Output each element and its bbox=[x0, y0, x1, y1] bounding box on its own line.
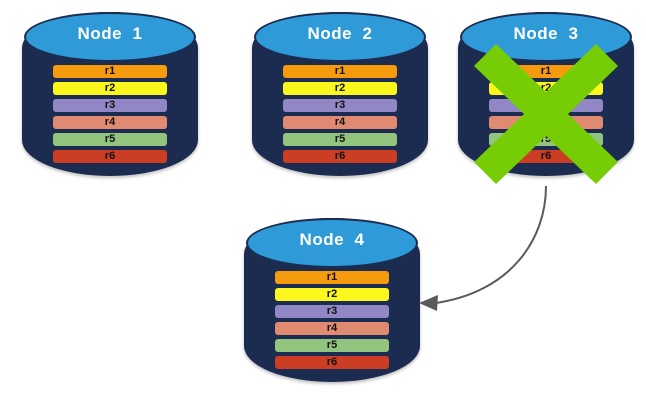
record-r2[interactable]: r2 bbox=[489, 82, 603, 95]
record-r3[interactable]: r3 bbox=[275, 305, 389, 318]
record-r6[interactable]: r6 bbox=[283, 150, 397, 163]
node-title: Node 1 bbox=[77, 24, 143, 43]
record-list: r1 r2 r3 r4 r5 r6 bbox=[489, 65, 603, 163]
record-r1[interactable]: r1 bbox=[489, 65, 603, 78]
record-r5[interactable]: r5 bbox=[275, 339, 389, 352]
cylinder-top bbox=[246, 218, 418, 268]
record-r5[interactable]: r5 bbox=[53, 133, 167, 146]
record-list: r1 r2 r3 r4 r5 r6 bbox=[283, 65, 397, 163]
record-r3[interactable]: r3 bbox=[53, 99, 167, 112]
node-2[interactable]: Node 2 r1 r2 r3 r4 r5 r6 bbox=[252, 4, 428, 176]
record-r4[interactable]: r4 bbox=[489, 116, 603, 129]
record-r5[interactable]: r5 bbox=[489, 133, 603, 146]
node-4[interactable]: Node 4 r1 r2 r3 r4 r5 r6 bbox=[244, 210, 420, 382]
record-r4[interactable]: r4 bbox=[283, 116, 397, 129]
cylinder-top bbox=[24, 12, 196, 62]
record-r1[interactable]: r1 bbox=[275, 271, 389, 284]
node-title: Node 3 bbox=[513, 24, 579, 43]
node-title: Node 2 bbox=[307, 24, 373, 43]
record-r3[interactable]: r3 bbox=[283, 99, 397, 112]
record-r6[interactable]: r6 bbox=[53, 150, 167, 163]
record-r4[interactable]: r4 bbox=[275, 322, 389, 335]
record-r3[interactable]: r3 bbox=[489, 99, 603, 112]
record-r2[interactable]: r2 bbox=[53, 82, 167, 95]
node-1[interactable]: Node 1 r1 r2 r3 r4 r5 r6 bbox=[22, 4, 198, 176]
node-3[interactable]: Node 3 r1 r2 r3 r4 r5 r6 bbox=[458, 4, 634, 176]
cylinder-top bbox=[254, 12, 426, 62]
record-r2[interactable]: r2 bbox=[283, 82, 397, 95]
record-list: r1 r2 r3 r4 r5 r6 bbox=[53, 65, 167, 163]
node-title: Node 4 bbox=[299, 230, 365, 249]
record-r4[interactable]: r4 bbox=[53, 116, 167, 129]
record-list: r1 r2 r3 r4 r5 r6 bbox=[275, 271, 389, 369]
record-r1[interactable]: r1 bbox=[53, 65, 167, 78]
record-r6[interactable]: r6 bbox=[489, 150, 603, 163]
record-r1[interactable]: r1 bbox=[283, 65, 397, 78]
record-r6[interactable]: r6 bbox=[275, 356, 389, 369]
record-r2[interactable]: r2 bbox=[275, 288, 389, 301]
record-r5[interactable]: r5 bbox=[283, 133, 397, 146]
